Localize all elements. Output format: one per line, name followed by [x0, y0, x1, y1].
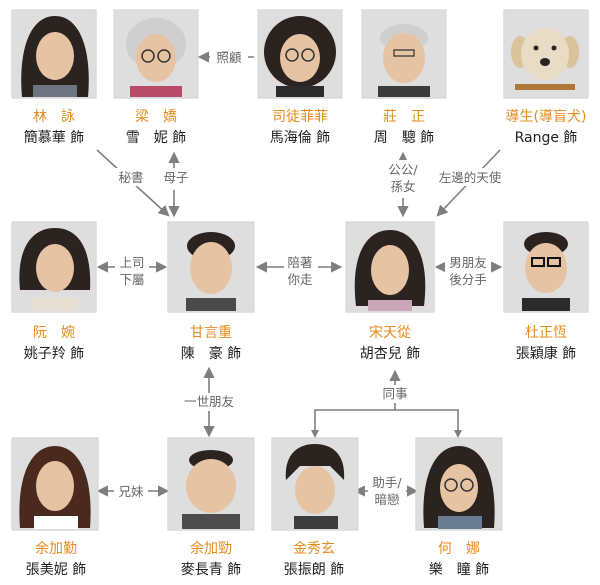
character-card-lin: 林 詠 簡慕華 飾	[11, 9, 97, 146]
character-card-song: 宋天從 胡杏兒 飾	[345, 221, 435, 362]
relation-ex-1: 男朋友	[449, 255, 487, 270]
colleague-bracket	[314, 409, 459, 433]
portrait-yuqin	[13, 439, 97, 529]
portrait-situ	[259, 11, 341, 97]
actor-name: 樂 瞳 飾	[429, 561, 489, 578]
relation-grandparent-2: 孫女	[390, 179, 415, 194]
character-card-liang: 梁 嬌 雪 妮 飾	[113, 9, 199, 146]
character-name: 余加勤	[35, 540, 77, 557]
portrait-jin	[273, 439, 357, 529]
actor-name: 張美妮 飾	[26, 562, 86, 578]
character-name: 導生(導盲犬)	[506, 108, 587, 125]
relation-labels: 照顧 秘書 母子 公公/ 孫女 左邊的天使 上司 下屬 陪著 你走 男朋友 後分…	[113, 48, 504, 510]
actor-name: 胡杏兒 飾	[360, 346, 420, 362]
actor-name: Range 飾	[515, 130, 578, 146]
character-card-situ: 司徒菲菲 馬海倫 飾	[257, 9, 343, 146]
relation-lifelong: 一世朋友	[184, 394, 234, 409]
character-name: 宋天從	[369, 325, 411, 341]
actor-name: 雪 妮 飾	[126, 130, 186, 146]
portrait-dog	[505, 11, 587, 97]
character-name: 金秀玄	[293, 540, 335, 557]
portrait-lin	[13, 11, 95, 97]
character-name: 林 詠	[33, 109, 75, 125]
character-card-yuqin: 余加勤 張美妮 飾	[11, 437, 99, 578]
character-name: 莊 正	[383, 109, 425, 125]
character-card-gan: 甘言重 陳 豪 飾	[167, 221, 255, 362]
character-card-he: 何 娜 樂 瞳 飾	[415, 437, 503, 578]
relation-mother-son: 母子	[163, 170, 188, 185]
relation-left-angel: 左邊的天使	[439, 170, 502, 185]
portrait-he	[417, 439, 501, 529]
actor-name: 周 驄 飾	[374, 129, 434, 146]
relation-care: 照顧	[216, 50, 242, 65]
character-name: 何 娜	[438, 541, 480, 557]
character-name: 余加勁	[190, 540, 232, 557]
relation-secretary: 秘書	[118, 170, 143, 185]
actor-name: 張振朗 飾	[284, 562, 344, 578]
relation-siblings: 兄妹	[118, 484, 144, 499]
character-card-jin: 金秀玄 張振朗 飾	[271, 437, 359, 578]
relation-assistant-1: 助手/	[372, 475, 402, 490]
portrait-du	[505, 223, 587, 311]
portrait-yujin	[169, 439, 253, 529]
relation-accompany-1: 陪著	[287, 255, 312, 270]
portrait-zhuang	[363, 11, 445, 97]
relation-boss-2: 下屬	[119, 272, 144, 287]
character-name: 甘言重	[190, 325, 232, 341]
actor-name: 馬海倫 飾	[270, 130, 330, 146]
relation-colleague: 同事	[382, 386, 407, 401]
portrait-liang	[115, 11, 197, 97]
character-name: 杜正恆	[525, 325, 567, 341]
actor-name: 麥長青 飾	[181, 562, 241, 578]
relation-boss-1: 上司	[119, 255, 144, 270]
character-card-dog: 導生(導盲犬) Range 飾	[503, 9, 589, 146]
portrait-song	[347, 223, 433, 311]
portrait-ruan	[13, 223, 95, 311]
character-card-ruan: 阮 婉 姚子羚 飾	[11, 221, 97, 362]
character-name: 梁 嬌	[135, 108, 177, 125]
character-name: 司徒菲菲	[272, 109, 328, 125]
actor-name: 簡慕華 飾	[24, 130, 84, 146]
relation-grandparent-1: 公公/	[388, 162, 418, 177]
actor-name: 陳 豪 飾	[181, 346, 241, 362]
character-card-yujin: 余加勁 麥長青 飾	[167, 437, 255, 578]
relation-accompany-2: 你走	[287, 272, 313, 287]
portrait-gan	[169, 223, 253, 311]
actor-name: 姚子羚 飾	[24, 346, 84, 362]
actor-name: 張穎康 飾	[516, 345, 576, 362]
relation-assistant-2: 暗戀	[374, 492, 400, 507]
character-name: 阮 婉	[33, 325, 75, 341]
character-card-du: 杜正恆 張穎康 飾	[503, 221, 589, 362]
character-card-zhuang: 莊 正 周 驄 飾	[361, 9, 447, 146]
relation-ex-2: 後分手	[449, 272, 487, 287]
